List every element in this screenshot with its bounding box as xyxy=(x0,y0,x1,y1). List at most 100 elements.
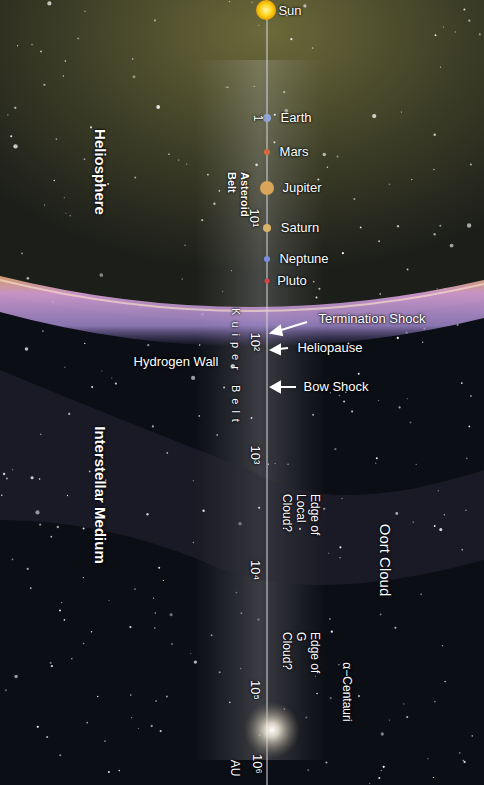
star-dot xyxy=(83,643,85,645)
star-dot xyxy=(303,4,306,7)
star-dot xyxy=(37,726,39,728)
star-dot xyxy=(59,754,61,756)
star-dot xyxy=(312,47,314,49)
star-dot xyxy=(442,645,443,646)
planet-symbol xyxy=(264,256,270,262)
star-dot xyxy=(222,291,223,292)
star-dot xyxy=(378,240,380,242)
star-dot xyxy=(338,664,340,666)
star-dot xyxy=(258,25,259,26)
star-dot xyxy=(42,330,44,332)
planet-symbol xyxy=(260,181,274,195)
star-dot xyxy=(470,395,472,397)
star-dot xyxy=(163,580,164,581)
star-dot xyxy=(7,114,8,115)
star-dot xyxy=(255,163,258,166)
star-dot xyxy=(40,51,42,53)
star-dot xyxy=(351,411,353,413)
star-dot xyxy=(397,225,399,227)
leader-line xyxy=(278,322,307,331)
star-dot xyxy=(99,273,103,277)
star-dot xyxy=(341,498,342,499)
star-dot xyxy=(84,11,86,13)
star-dot xyxy=(166,452,168,454)
star-dot xyxy=(154,19,156,21)
star-dot xyxy=(229,1,230,2)
star-dot xyxy=(461,382,463,384)
star-dot xyxy=(207,174,209,176)
star-dot xyxy=(170,613,173,616)
star-dot xyxy=(290,38,292,40)
star-dot xyxy=(57,526,59,528)
star-dot xyxy=(14,675,17,678)
cloud-edge-label: Edge of G Cloud? xyxy=(279,632,320,680)
star-dot xyxy=(108,771,110,773)
belt-label: Kuiper Belt xyxy=(230,308,243,428)
star-dot xyxy=(238,522,242,526)
leader-arrows xyxy=(271,322,307,392)
star-dot xyxy=(89,471,91,473)
star-dot xyxy=(111,377,112,378)
star-dot xyxy=(65,213,66,214)
star-dot xyxy=(1,494,2,495)
star-dot xyxy=(434,525,436,527)
star-dot xyxy=(323,508,325,510)
star-dot xyxy=(433,777,434,778)
body-label: Earth xyxy=(280,111,311,126)
star-dot xyxy=(360,226,362,228)
star-dot xyxy=(316,693,318,695)
star-dot xyxy=(433,233,435,235)
arrow-head xyxy=(271,382,280,392)
star-dot xyxy=(318,288,320,290)
star-dot xyxy=(69,215,71,217)
star-dot xyxy=(434,701,436,703)
star-dot xyxy=(274,114,276,116)
star-dot xyxy=(39,524,41,526)
star-dot xyxy=(181,278,183,280)
star-dot xyxy=(14,107,16,109)
star-dot xyxy=(119,770,121,772)
star-dot xyxy=(30,587,32,589)
star-dot xyxy=(394,627,396,629)
star-dot xyxy=(339,557,340,558)
star-dot xyxy=(406,716,408,718)
star-dot xyxy=(193,542,195,544)
star-dot xyxy=(50,662,52,664)
axis-unit-label: AU xyxy=(227,760,241,777)
star-dot xyxy=(186,163,187,164)
star-dot xyxy=(283,91,285,93)
star-dot xyxy=(307,769,309,771)
star-dot xyxy=(51,665,53,667)
star-dot xyxy=(468,425,470,427)
star-dot xyxy=(194,660,197,663)
star-dot xyxy=(339,395,341,397)
star-dot xyxy=(39,478,41,480)
star-dot xyxy=(275,463,276,464)
star-dot xyxy=(178,159,180,161)
axis-tick-label: 10⁶ xyxy=(250,754,265,774)
star-dot xyxy=(202,510,204,512)
star-dot xyxy=(53,180,55,182)
star-dot xyxy=(343,400,345,402)
star-dot xyxy=(61,602,62,603)
region-title: Interstellar Medium xyxy=(91,426,108,564)
star-dot xyxy=(64,619,66,621)
star-dot xyxy=(67,495,68,496)
star-dot xyxy=(463,761,465,763)
star-dot xyxy=(438,490,439,491)
star-dot xyxy=(6,478,8,480)
star-dot xyxy=(439,528,442,531)
star-dot xyxy=(21,252,23,254)
star-dot xyxy=(358,373,360,375)
star-dot xyxy=(378,400,379,401)
star-dot xyxy=(240,612,242,614)
star-dot xyxy=(440,66,441,67)
star-dot xyxy=(158,567,160,569)
star-dot xyxy=(193,480,194,481)
star-dot xyxy=(323,153,326,156)
boundary-label: Heliopause xyxy=(297,341,362,356)
boundary-label: Termination Shock xyxy=(319,312,426,327)
leader-line xyxy=(279,386,296,388)
star-dot xyxy=(299,528,301,530)
